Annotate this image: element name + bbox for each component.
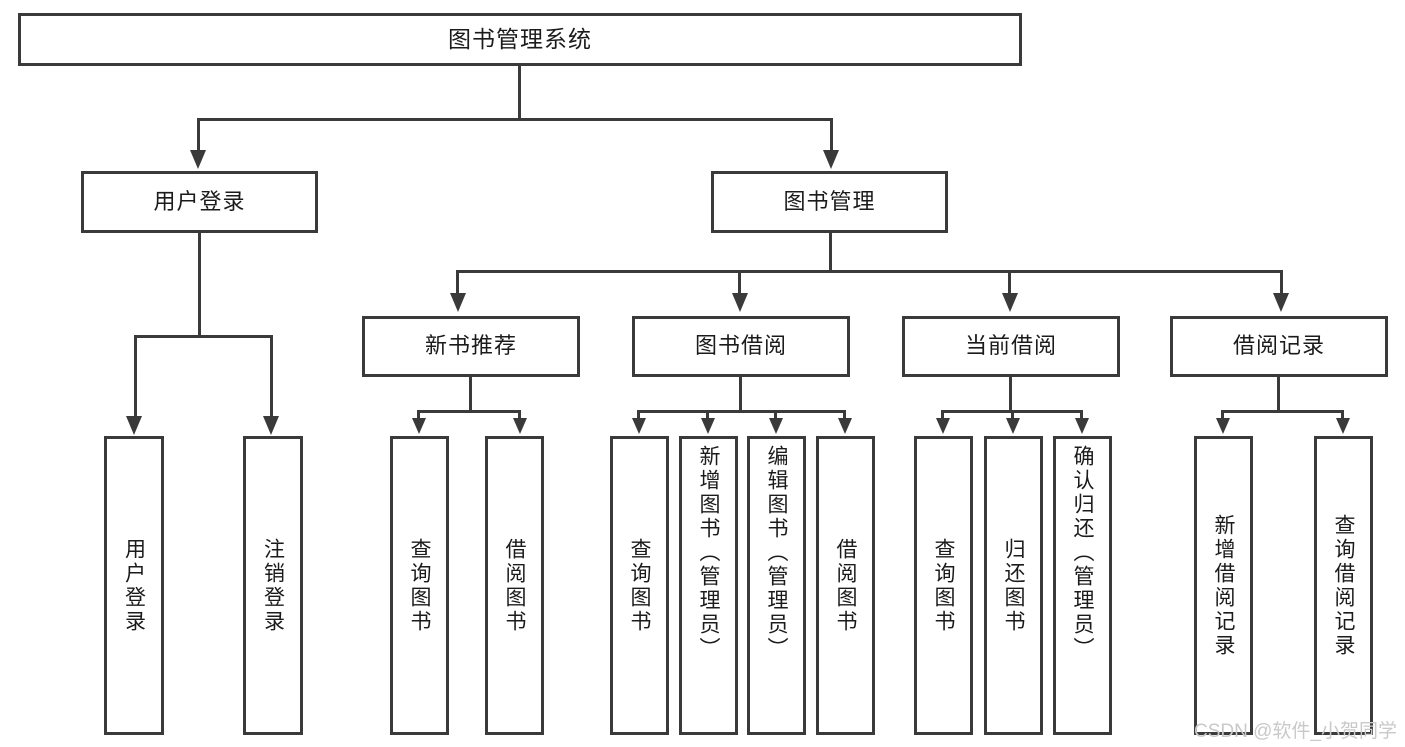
node-root-system[interactable]: 图书管理系统	[18, 13, 1022, 66]
arrowhead-borrow-to-leaf-2	[701, 418, 715, 434]
node-label: 查询借阅记录	[1332, 513, 1355, 658]
connector-recommend-bar	[417, 410, 521, 413]
arrowhead-borrow-to-leaf-4	[838, 418, 852, 434]
node-label: 注销登录	[261, 537, 285, 634]
connector-login-stem	[198, 233, 201, 335]
leaf-edit-book-admin[interactable]: 编辑图书（管理员）	[747, 436, 806, 735]
node-book-management[interactable]: 图书管理	[711, 171, 948, 233]
leaf-borrow-book-recommend[interactable]: 借阅图书	[485, 436, 544, 735]
leaf-return-book[interactable]: 归还图书	[984, 436, 1043, 735]
node-user-login[interactable]: 用户登录	[81, 171, 318, 233]
arrowhead-recommend-to-leaf-2	[513, 418, 527, 434]
arrowhead-current-to-leaf-1	[936, 418, 950, 434]
connector-root-to-books	[830, 118, 833, 152]
connector-login-to-leaf-2	[270, 335, 273, 418]
arrowhead-books-to-current	[1002, 293, 1018, 312]
arrowhead-current-to-leaf-2	[1006, 418, 1020, 434]
arrowhead-books-to-new	[450, 293, 466, 312]
node-label: 归还图书	[1002, 537, 1025, 634]
arrowhead-login-to-leaf-2	[263, 416, 279, 435]
connector-borrow-to-leaf-3	[774, 410, 777, 420]
node-label: 图书管理系统	[448, 25, 592, 52]
arrowhead-borrow-to-leaf-3	[769, 418, 783, 434]
leaf-query-book-current[interactable]: 查询图书	[914, 436, 973, 735]
connector-recommend-stem	[469, 377, 472, 410]
connector-borrow-stem	[739, 377, 742, 410]
connector-borrow-to-leaf-1	[637, 410, 640, 420]
connector-books-stem	[829, 233, 832, 270]
node-label: 图书管理	[783, 188, 876, 214]
node-label: 查询图书	[628, 537, 651, 634]
arrowhead-root-to-login	[190, 150, 206, 169]
leaf-add-book-admin[interactable]: 新增图书（管理员）	[679, 436, 738, 735]
connector-borrow-bar	[637, 410, 845, 413]
arrowhead-root-to-books	[823, 150, 839, 169]
node-book-borrow[interactable]: 图书借阅	[632, 316, 850, 377]
node-label: 当前借阅	[964, 333, 1057, 359]
node-label: 用户登录	[153, 188, 246, 214]
connector-books-to-new	[456, 270, 459, 295]
connector-root-stem	[518, 66, 521, 118]
connector-record-to-leaf-2	[1341, 410, 1344, 420]
leaf-query-borrow-record[interactable]: 查询借阅记录	[1314, 436, 1373, 735]
node-label: 编辑图书（管理员）	[765, 445, 788, 661]
leaf-user-login[interactable]: 用户登录	[104, 436, 164, 735]
connector-books-to-borrow	[738, 270, 741, 295]
arrowhead-books-to-borrow	[732, 293, 748, 312]
connector-current-stem	[1009, 377, 1012, 410]
connector-root-to-login	[197, 118, 200, 152]
node-label: 图书借阅	[694, 333, 787, 359]
leaf-logout[interactable]: 注销登录	[243, 436, 303, 735]
connector-current-to-leaf-3	[1080, 410, 1083, 420]
node-new-book-recommend[interactable]: 新书推荐	[362, 316, 580, 377]
node-borrow-record[interactable]: 借阅记录	[1170, 316, 1388, 377]
arrowhead-current-to-leaf-3	[1075, 418, 1089, 434]
connector-books-to-record	[1280, 270, 1283, 295]
node-label: 新增图书（管理员）	[697, 445, 720, 661]
arrowhead-recommend-to-leaf-1	[412, 418, 426, 434]
leaf-query-book-borrow[interactable]: 查询图书	[610, 436, 669, 735]
connector-borrow-to-leaf-4	[843, 410, 846, 420]
connector-root-bar	[197, 118, 833, 121]
node-label: 借阅图书	[834, 537, 857, 634]
node-label: 查询图书	[932, 537, 955, 634]
arrowhead-record-to-leaf-2	[1336, 418, 1350, 434]
connector-record-bar	[1221, 410, 1344, 413]
connector-record-stem	[1277, 377, 1280, 410]
connector-login-to-leaf-1	[134, 335, 137, 418]
connector-login-bar	[134, 335, 273, 338]
csdn-watermark: CSDN @软件_小贺同学	[1194, 721, 1397, 742]
node-label: 新增借阅记录	[1212, 513, 1235, 658]
node-label: 用户登录	[122, 537, 146, 634]
leaf-query-book-recommend[interactable]: 查询图书	[390, 436, 449, 735]
leaf-confirm-return-admin[interactable]: 确认归还（管理员）	[1053, 436, 1112, 735]
connector-current-to-leaf-1	[941, 410, 944, 420]
arrowhead-books-to-record	[1273, 293, 1289, 312]
connector-recommend-to-leaf-1	[417, 410, 420, 420]
connector-recommend-to-leaf-2	[518, 410, 521, 420]
arrowhead-record-to-leaf-1	[1216, 418, 1230, 434]
arrowhead-login-to-leaf-1	[126, 416, 142, 435]
node-label: 新书推荐	[424, 333, 517, 359]
connector-books-to-current	[1008, 270, 1011, 295]
connector-record-to-leaf-1	[1221, 410, 1224, 420]
arrowhead-borrow-to-leaf-1	[632, 418, 646, 434]
node-label: 确认归还（管理员）	[1071, 445, 1094, 661]
node-current-borrow[interactable]: 当前借阅	[902, 316, 1120, 377]
leaf-borrow-book[interactable]: 借阅图书	[816, 436, 875, 735]
connector-borrow-to-leaf-2	[706, 410, 709, 420]
leaf-add-borrow-record[interactable]: 新增借阅记录	[1194, 436, 1253, 735]
node-label: 查询图书	[408, 537, 431, 634]
connector-current-to-leaf-2	[1011, 410, 1014, 420]
connector-books-bar	[456, 270, 1283, 273]
node-label: 借阅图书	[503, 537, 526, 634]
node-label: 借阅记录	[1232, 333, 1325, 359]
